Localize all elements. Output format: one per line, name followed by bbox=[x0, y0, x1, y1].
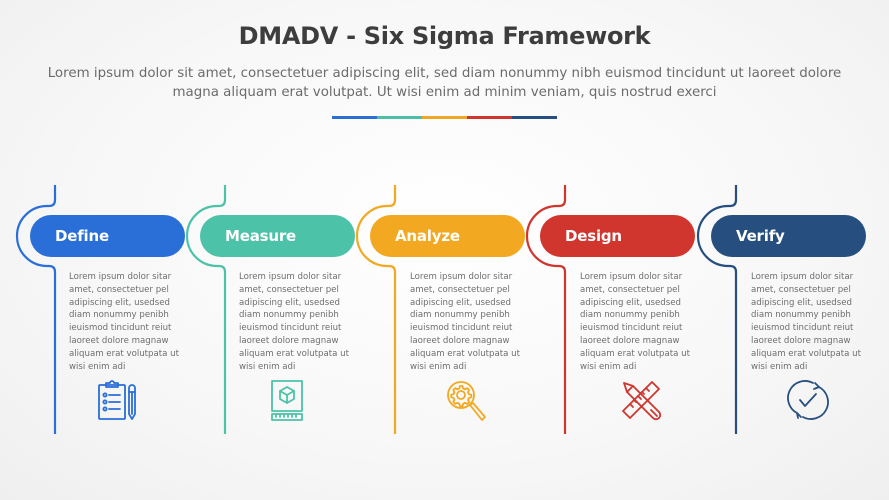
timeline-connector bbox=[525, 185, 567, 434]
step-label: Verify bbox=[736, 227, 785, 245]
step-design: Design Lorem ipsum dolor sitar amet, con… bbox=[510, 0, 695, 500]
step-verify: Verify Lorem ipsum dolor sitar amet, con… bbox=[681, 0, 866, 500]
divider-segment bbox=[422, 116, 467, 119]
measurement-box-ruler-icon bbox=[271, 380, 303, 421]
step-analyze: Analyze Lorem ipsum dolor sitar amet, co… bbox=[340, 0, 525, 500]
clipboard-checklist-icon bbox=[98, 380, 136, 420]
step-measure: Measure Lorem ipsum dolor sitar amet, co… bbox=[170, 0, 355, 500]
color-divider bbox=[332, 116, 557, 119]
step-description: Lorem ipsum dolor sitar amet, consectetu… bbox=[751, 272, 861, 372]
timeline-connector bbox=[696, 185, 738, 434]
timeline-connector bbox=[15, 185, 57, 434]
divider-segment bbox=[332, 116, 377, 119]
divider-segment bbox=[467, 116, 512, 119]
step-pill-measure[interactable]: Measure bbox=[200, 215, 355, 257]
step-pill-verify[interactable]: Verify bbox=[711, 215, 866, 257]
divider-segment bbox=[512, 116, 557, 119]
magnifier-gear-icon bbox=[447, 381, 486, 421]
page-title: DMADV - Six Sigma Framework bbox=[238, 22, 651, 50]
step-label: Design bbox=[565, 227, 622, 245]
step-description: Lorem ipsum dolor sitar amet, consectetu… bbox=[69, 272, 179, 372]
step-description: Lorem ipsum dolor sitar amet, consectetu… bbox=[410, 272, 520, 372]
step-description: Lorem ipsum dolor sitar amet, consectetu… bbox=[239, 272, 349, 372]
step-label: Define bbox=[55, 227, 109, 245]
timeline-connector bbox=[355, 185, 397, 434]
step-label: Analyze bbox=[395, 227, 460, 245]
step-define: Define Lorem ipsum dolor sitar amet, con… bbox=[0, 0, 185, 500]
page-subtitle: Lorem ipsum dolor sit amet, consectetuer… bbox=[47, 66, 842, 100]
step-pill-design[interactable]: Design bbox=[540, 215, 695, 257]
pencil-ruler-icon bbox=[622, 381, 662, 421]
step-description: Lorem ipsum dolor sitar amet, consectetu… bbox=[580, 272, 690, 372]
timeline-connector bbox=[185, 185, 227, 434]
refresh-check-icon bbox=[787, 380, 829, 420]
divider-segment bbox=[377, 116, 422, 119]
step-label: Measure bbox=[225, 227, 296, 245]
step-pill-analyze[interactable]: Analyze bbox=[370, 215, 525, 257]
step-pill-define[interactable]: Define bbox=[30, 215, 185, 257]
